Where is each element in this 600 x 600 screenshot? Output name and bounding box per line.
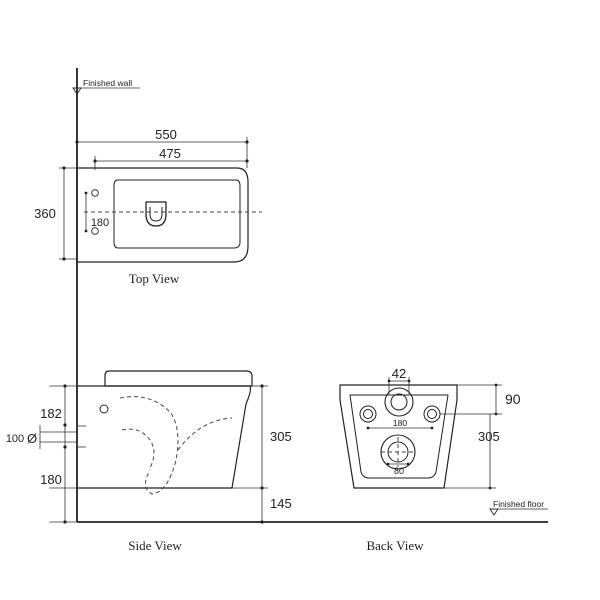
dim-100-label: 100 xyxy=(6,433,24,445)
dim-dot xyxy=(406,462,410,466)
dim-90-label: 90 xyxy=(505,391,521,407)
dim-180-back-label: 180 xyxy=(393,418,407,428)
dim-dot xyxy=(62,257,66,261)
mount-ring-icon xyxy=(359,405,377,423)
seat-top-outline xyxy=(113,179,241,249)
dim-305-side-label: 305 xyxy=(270,429,292,444)
dim-305-back-label: 305 xyxy=(478,429,500,444)
dim-dot xyxy=(387,379,391,383)
rim-inner xyxy=(149,207,163,222)
dim-dot xyxy=(245,140,249,144)
dim-dot xyxy=(84,191,88,195)
dim-80-label: 80 xyxy=(394,466,404,476)
inlet-ring-icon xyxy=(384,387,414,417)
mount-hole-icon xyxy=(427,409,437,419)
bowl-side-outline xyxy=(77,385,252,489)
mount-ring-icon xyxy=(423,405,441,423)
dim-550-label: 550 xyxy=(155,127,177,142)
dim-dot xyxy=(366,426,370,430)
inlet-hole-icon xyxy=(390,393,408,411)
side-view: 305 145 182 180 100 Ø Side View xyxy=(6,370,292,553)
dim-360-label: 360 xyxy=(34,206,56,221)
dim-dot xyxy=(430,426,434,430)
back-view: 42 180 80 90 305 Back View xyxy=(339,366,521,553)
trap-hidden-line-inner xyxy=(121,428,155,469)
dim-180-top-label: 180 xyxy=(91,217,109,229)
finished-wall-label: Finished wall xyxy=(83,78,132,88)
dim-dot xyxy=(407,379,411,383)
mount-hole-icon xyxy=(91,227,99,235)
dim-dot xyxy=(63,384,67,388)
seat-side-outline xyxy=(104,370,253,387)
dim-180-side-label: 180 xyxy=(40,472,62,487)
bowl-top-outline xyxy=(76,167,249,263)
dim-dot xyxy=(245,159,249,163)
dim-dot xyxy=(75,140,79,144)
dim-dot xyxy=(488,486,492,490)
trap-hidden-line-right xyxy=(177,417,233,451)
floor-marker-icon xyxy=(489,508,499,516)
back-view-label: Back View xyxy=(366,538,424,553)
dim-dot xyxy=(386,462,390,466)
wall-marker-icon xyxy=(72,87,82,95)
inlet-hole-icon xyxy=(99,404,109,414)
bowl-back-inner xyxy=(349,394,449,479)
dim-182-label: 182 xyxy=(40,406,62,421)
finished-wall-group: Finished wall xyxy=(72,68,140,522)
top-view-label: Top View xyxy=(129,271,180,286)
dim-dot xyxy=(63,445,67,449)
dim-dot xyxy=(84,229,88,233)
dim-dot xyxy=(93,159,97,163)
dim-dot xyxy=(494,412,498,416)
dim-dot xyxy=(63,423,67,427)
mount-hole-icon xyxy=(363,409,373,419)
rim-outline xyxy=(145,201,167,227)
top-view: 550 475 360 180 Top View xyxy=(34,127,262,286)
side-view-label: Side View xyxy=(128,538,182,553)
dim-42-label: 42 xyxy=(392,366,406,381)
finished-floor-label: Finished floor xyxy=(493,499,544,509)
finished-floor-group: Finished floor xyxy=(77,499,548,523)
dim-dot xyxy=(62,166,66,170)
dim-dot xyxy=(494,383,498,387)
mount-hole-icon xyxy=(91,189,99,197)
dim-145-label: 145 xyxy=(270,496,292,511)
trap-hidden-line xyxy=(119,396,179,495)
dim-475-label: 475 xyxy=(159,146,181,161)
dim-dot xyxy=(260,384,264,388)
dim-dot xyxy=(63,520,67,524)
diameter-icon: Ø xyxy=(27,431,37,446)
